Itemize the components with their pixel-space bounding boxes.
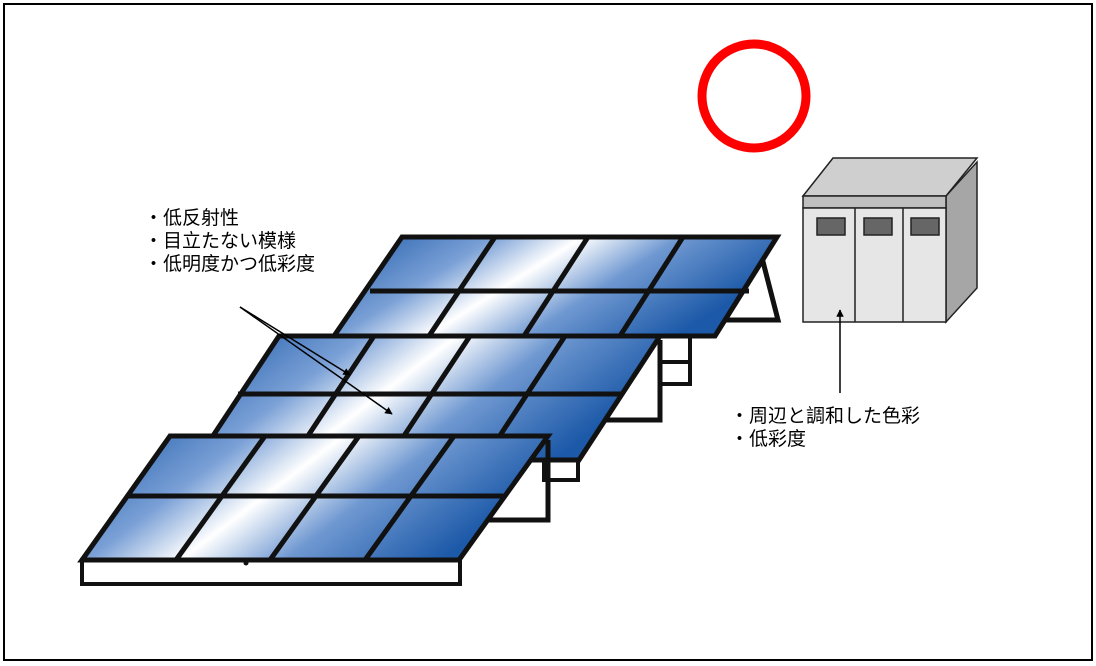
solar-panel-middle [192,333,665,482]
equipment-notes: ・周辺と調和した色彩 ・低彩度 [730,405,920,451]
solar-panel-back [329,234,782,386]
leader-arrow-panel-1 [239,306,351,376]
equipment-note-low-saturation: ・低彩度 [730,428,807,450]
panel-note-subtle-pattern: ・目立たない模様 [144,230,297,252]
equipment-cabinet-icon [801,157,979,324]
panel-note-low-lightness-saturation: ・低明度かつ低彩度 [144,253,316,275]
leader-arrow-panel-2 [239,306,393,415]
good-mark-circle-icon [697,39,811,153]
equipment-note-harmonious-color: ・周辺と調和した色彩 [730,405,921,427]
panel-note-low-reflection: ・低反射性 [144,207,240,229]
panel-notes: ・低反射性 ・目立たない模様 ・低明度かつ低彩度 [144,207,315,276]
solar-panel-front [77,433,553,586]
